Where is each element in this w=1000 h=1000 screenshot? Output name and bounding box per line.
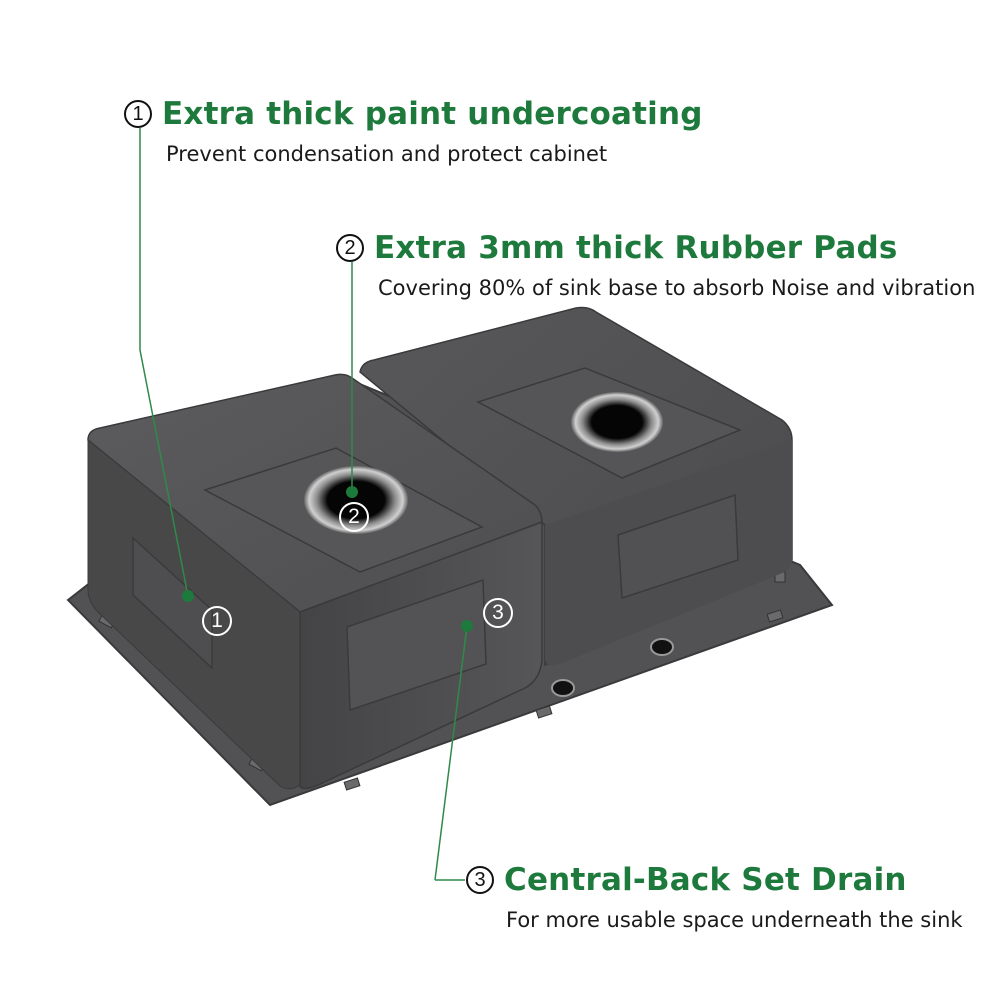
flange-holes: [551, 638, 674, 697]
left-drain-icon: [304, 466, 408, 534]
marker-3-icon: 3: [483, 598, 513, 628]
marker-1-icon: 1: [202, 606, 232, 636]
callout-title: Extra thick paint undercoating: [162, 96, 703, 132]
callout-title: Central-Back Set Drain: [504, 862, 907, 898]
left-bowl: [87, 373, 543, 790]
right-bowl: [359, 306, 793, 667]
callout-description: For more usable space underneath the sin…: [506, 908, 963, 932]
marker-2-icon: 2: [339, 502, 369, 532]
callout-title: Extra 3mm thick Rubber Pads: [374, 230, 898, 266]
callout-description: Prevent condensation and protect cabinet: [166, 142, 608, 166]
callout-description: Covering 80% of sink base to absorb Nois…: [378, 276, 976, 300]
leader-dots: [182, 486, 473, 632]
circled-number-icon: 3: [466, 866, 494, 894]
circled-number-icon: 2: [336, 234, 364, 262]
circled-number-icon: 1: [124, 100, 152, 128]
leader-lines: [139, 128, 468, 881]
callout-central-back-drain: 3 Central-Back Set Drain For more usable…: [466, 862, 963, 932]
right-drain-icon: [571, 392, 663, 452]
callout-rubber-pads: 2 Extra 3mm thick Rubber Pads Covering 8…: [336, 230, 975, 300]
callout-paint-undercoating: 1 Extra thick paint undercoating Prevent…: [124, 96, 703, 166]
